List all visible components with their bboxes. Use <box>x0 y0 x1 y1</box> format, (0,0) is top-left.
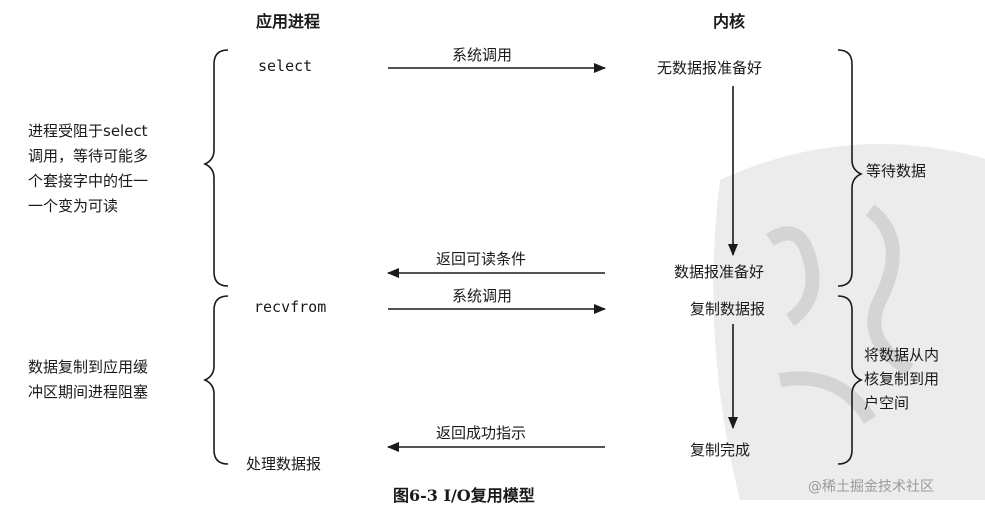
header-app-process: 应用进程 <box>256 12 321 31</box>
copy-to-user-line: 将数据从内 <box>864 346 940 364</box>
no-data-ready-label: 无数据报准备好 <box>657 59 763 77</box>
wait-data-label: 等待数据 <box>866 162 927 180</box>
recvfrom-call-label: recvfrom <box>254 298 327 316</box>
blocked-copy-line: 数据复制到应用缓 <box>28 358 149 376</box>
data-ready-label: 数据报准备好 <box>674 263 765 281</box>
blocked-select-line: 调用，等待可能多 <box>28 147 149 165</box>
return-readable-label: 返回可读条件 <box>436 250 527 268</box>
header-kernel: 内核 <box>713 12 746 31</box>
select-call-label: select <box>258 57 313 75</box>
site-watermark: @稀土掘金技术社区 <box>808 479 934 495</box>
blocked-select-line: 个套接字中的任一 <box>28 172 149 190</box>
copy-data-label: 复制数据报 <box>690 300 766 318</box>
seal-watermark <box>713 144 985 500</box>
blocked-copy-note: 数据复制到应用缓 冲区期间进程阻塞 <box>28 355 148 405</box>
blocked-copy-line: 冲区期间进程阻塞 <box>28 383 149 401</box>
left-brace-recvfrom <box>203 295 229 465</box>
syscall-1-label: 系统调用 <box>452 46 513 64</box>
return-success-label: 返回成功指示 <box>436 424 527 442</box>
copy-done-label: 复制完成 <box>690 441 751 459</box>
process-data-label: 处理数据报 <box>246 455 322 473</box>
right-brace-copy <box>837 295 863 465</box>
blocked-select-note: 进程受阻于select 调用，等待可能多 个套接字中的任一 一个变为可读 <box>28 119 148 219</box>
blocked-select-line: 进程受阻于select <box>28 122 148 140</box>
copy-to-user-line: 核复制到用 <box>864 370 940 388</box>
figure-caption: 图6-3 I/O复用模型 <box>393 486 535 505</box>
syscall-2-label: 系统调用 <box>452 287 513 305</box>
blocked-select-line: 一个变为可读 <box>28 197 119 215</box>
copy-to-user-line: 户空间 <box>864 394 910 412</box>
copy-to-user-note: 将数据从内 核复制到用 户空间 <box>864 343 939 415</box>
right-brace-wait <box>837 49 863 287</box>
left-brace-select <box>203 49 229 287</box>
